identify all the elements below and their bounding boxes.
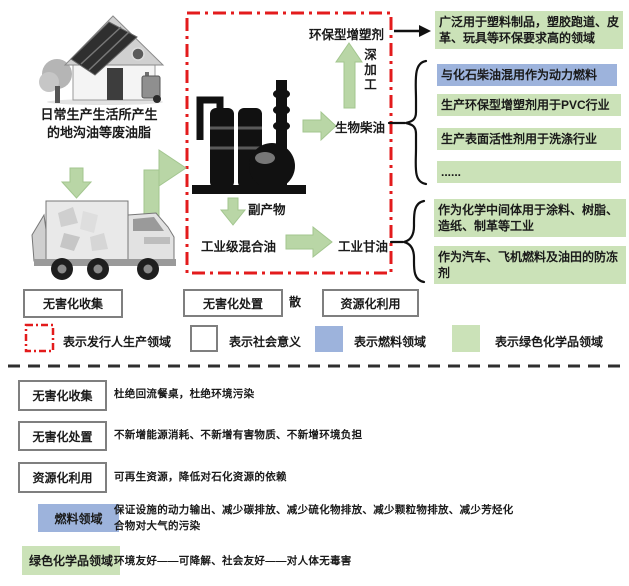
application-box-surfactant: 生产表面活性剂用于洗涤行业 bbox=[437, 128, 621, 150]
legend-producer-area-label: 表示发行人生产领域 bbox=[63, 335, 172, 349]
application-box-plasticizer-uses: 广泛用于塑料制品，塑胶跑道、皮革、玩具等环保要求高的领域 bbox=[435, 11, 623, 49]
byproduct-label: 副产物 bbox=[248, 203, 286, 217]
stage-box-harmless-disposal: 无害化处置 bbox=[183, 289, 283, 317]
benefit-desc-fuel-area: 保证设施的动力输出、减少碳排放、减少硫化物排放、减少颗粒物排放、减少芳烃化合物对… bbox=[114, 504, 514, 532]
benefit-label-harmless-disposal: 无害化处置 bbox=[18, 421, 107, 451]
biodiesel-brace bbox=[387, 59, 428, 186]
deep-processing-label: 深加工 bbox=[364, 48, 377, 92]
benefit-desc-green-chemical: 环境友好——可降解、社会友好——对人体无毒害 bbox=[114, 555, 352, 567]
legend-green-chemical-label: 表示绿色化学品领域 bbox=[495, 335, 604, 349]
benefit-label-resource-utilization: 资源化利用 bbox=[18, 462, 107, 493]
legend-green-swatch bbox=[452, 325, 480, 352]
glycerin-brace bbox=[389, 199, 426, 284]
garbage-truck-illustration bbox=[31, 200, 176, 280]
house-illustration bbox=[39, 15, 165, 105]
arrow-plant-to-biodiesel bbox=[302, 110, 337, 142]
stage-box-harmless-collection: 无害化收集 bbox=[23, 289, 123, 318]
plasticizer-label: 环保型增塑剂 bbox=[309, 28, 385, 42]
arrow-plasticizer-to-application bbox=[394, 25, 431, 37]
industrial-glycerin-label: 工业甘油 bbox=[338, 240, 389, 254]
application-box-chemical-intermediate: 作为化学中间体用于涂料、树脂、造纸、制革等工业 bbox=[434, 199, 626, 237]
arrow-mixedoil-to-glycerin bbox=[285, 225, 333, 259]
arrow-byproduct-down bbox=[219, 197, 247, 226]
application-box-ellipsis: ...... bbox=[437, 161, 621, 183]
benefit-label-harmless-collection: 无害化收集 bbox=[18, 380, 107, 411]
benefit-desc-resource-utilization: 可再生资源，降低对石化资源的依赖 bbox=[114, 471, 287, 483]
refinery-plant-illustration bbox=[192, 80, 306, 194]
legend-social-meaning-label: 表示社会意义 bbox=[229, 335, 302, 349]
benefit-desc-harmless-collection: 杜绝回流餐桌，杜绝环境污染 bbox=[114, 388, 255, 400]
house-caption-line1: 日常生产生活所产生 bbox=[40, 107, 158, 122]
legend-blue-swatch bbox=[315, 326, 343, 352]
house-caption-line2: 的地沟油等废油脂 bbox=[46, 125, 151, 140]
application-box-pvc: 生产环保型增塑剂用于PVC行业 bbox=[437, 94, 621, 116]
arrow-truck-to-plant-head bbox=[158, 149, 187, 187]
industrial-mixed-oil-label: 工业级混合油 bbox=[201, 240, 277, 254]
legend-fuel-area-label: 表示燃料领域 bbox=[354, 335, 427, 349]
application-box-fuel-blend: 与化石柴油混用作为动力燃料 bbox=[437, 64, 617, 86]
legend-white-swatch bbox=[190, 325, 218, 352]
stray-character: 散 bbox=[289, 295, 302, 309]
benefit-label-fuel-area: 燃料领域 bbox=[38, 504, 119, 532]
biodiesel-label: 生物柴油 bbox=[335, 121, 386, 135]
legend-red-dashed-swatch bbox=[24, 323, 55, 353]
application-box-antifreeze: 作为汽车、飞机燃料及油田的防冻剂 bbox=[434, 246, 626, 284]
stage-box-resource-utilization: 资源化利用 bbox=[322, 289, 419, 317]
benefit-desc-harmless-disposal: 不新增能源消耗、不新增有害物质、不新增环境负担 bbox=[114, 429, 363, 441]
producer-area-dashed-frame bbox=[185, 11, 393, 275]
benefit-label-green-chemical: 绿色化学品领域 bbox=[22, 546, 120, 575]
arrow-house-to-truck bbox=[60, 167, 93, 199]
arrow-deep-processing-up bbox=[335, 42, 363, 109]
